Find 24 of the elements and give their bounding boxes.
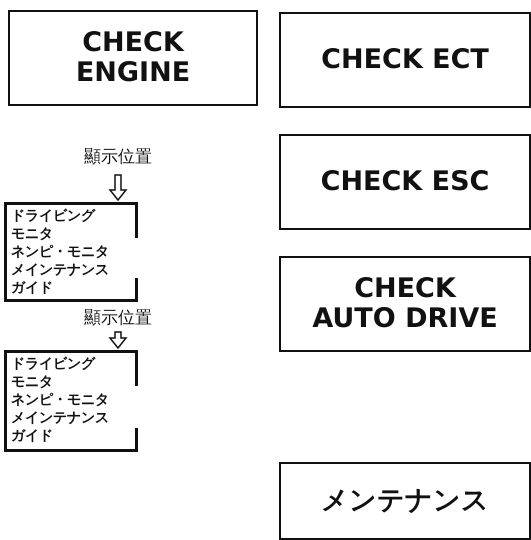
display-panel xyxy=(8,10,258,106)
menu-item: ドライビングモニタ xyxy=(11,207,96,243)
menu-item: ガイド xyxy=(11,427,53,445)
display-panel xyxy=(279,256,531,352)
menu-display xyxy=(4,202,138,302)
hollow-arrow xyxy=(108,174,128,202)
display-text: メンテナンス xyxy=(320,486,490,516)
menu-item: ネンピ・モニタ xyxy=(11,243,109,261)
display-text: CHECK ENGINE xyxy=(74,28,192,88)
menu-display xyxy=(4,350,138,452)
menu-item: ガイド xyxy=(11,279,53,297)
display-text: CHECK ESC xyxy=(320,167,490,197)
display-panel xyxy=(279,134,531,230)
display-text: CHECK AUTO DRIVE xyxy=(311,274,499,334)
position-label: 顯示位置 xyxy=(70,145,166,171)
menu-item: ドライビングモニタ xyxy=(11,355,96,391)
display-text: CHECK ECT xyxy=(320,45,490,75)
display-panel xyxy=(279,462,531,540)
menu-item: ネンピ・モニタ xyxy=(11,391,109,409)
display-panel xyxy=(279,12,531,108)
menu-item: メインテナンス xyxy=(11,261,109,279)
hollow-arrow xyxy=(108,331,128,350)
menu-item: メインテナンス xyxy=(11,409,109,427)
position-label: 顯示位置 xyxy=(70,306,166,328)
